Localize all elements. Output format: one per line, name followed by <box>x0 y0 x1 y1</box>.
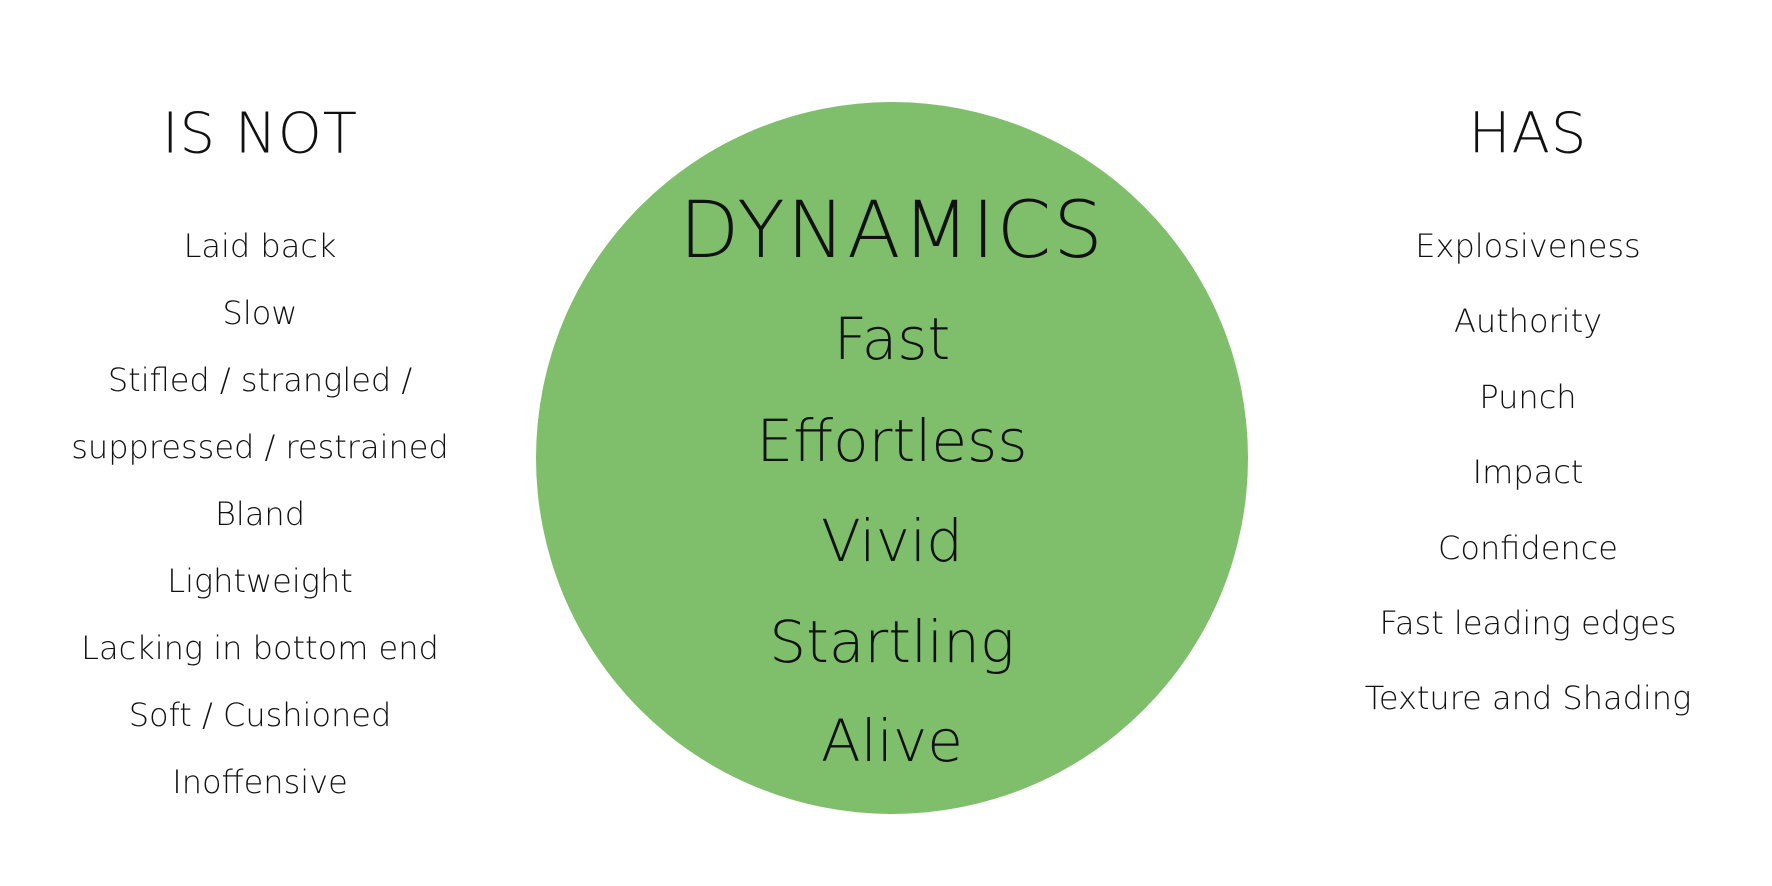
dynamics-item: Vivid <box>821 507 963 575</box>
dynamics-circle <box>536 102 1248 814</box>
is-not-item: Slow <box>222 294 298 332</box>
dynamics-item: Fast <box>833 305 951 373</box>
dynamics-item: Startling <box>769 608 1015 676</box>
is-not-item: suppressed / restrained <box>71 428 449 466</box>
has-heading: HAS <box>1468 101 1588 167</box>
is-not-item: Lacking in bottom end <box>81 629 439 667</box>
is-not-heading: IS NOT <box>161 101 359 167</box>
dynamics-title: DYNAMICS <box>679 186 1105 276</box>
is-not-item: Lightweight <box>167 562 353 600</box>
dynamics-item: Alive <box>821 707 963 775</box>
is-not-item: Bland <box>214 495 306 533</box>
is-not-item: Laid back <box>183 227 337 265</box>
dynamics-item: Effortless <box>756 407 1028 475</box>
has-item: Fast leading edges <box>1379 604 1677 642</box>
has-item: Punch <box>1479 378 1577 416</box>
is-not-item: Stifled / strangled / <box>107 361 413 399</box>
has-item: Impact <box>1472 453 1584 491</box>
is-not-item: Soft / Cushioned <box>128 696 392 734</box>
is-not-item: Inoffensive <box>172 763 348 801</box>
has-item: Confidence <box>1438 529 1618 567</box>
has-item: Texture and Shading <box>1364 679 1692 717</box>
has-item: Explosiveness <box>1415 227 1641 265</box>
has-item: Authority <box>1453 302 1603 340</box>
